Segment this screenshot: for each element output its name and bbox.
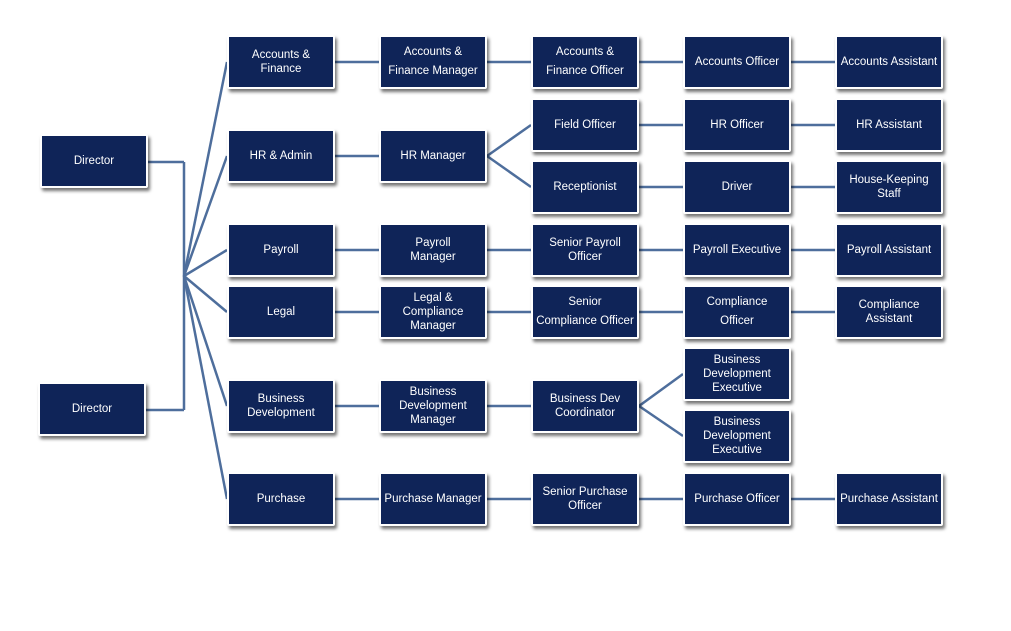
org-box-pur2: Purchase Manager: [379, 472, 487, 526]
org-box-pay2: Payroll Manager: [379, 223, 487, 277]
org-box-pur3: Senior Purchase Officer: [531, 472, 639, 526]
org-box-bd2: Business Development Manager: [379, 379, 487, 433]
org-box-hrf1: Field Officer: [531, 98, 639, 152]
connector-hub-pur: [182, 275, 229, 500]
org-box-hrr1: Receptionist: [531, 160, 639, 214]
org-box-pur: Purchase: [227, 472, 335, 526]
connector-hub-acc: [182, 61, 229, 277]
org-box-dir2: Director: [38, 382, 146, 436]
org-box-hrr2: Driver: [683, 160, 791, 214]
org-box-pay3: Senior Payroll Officer: [531, 223, 639, 277]
connector-hub-leg: [183, 275, 228, 313]
org-box-hr: HR & Admin: [227, 129, 335, 183]
org-box-leg3: Senior Compliance Officer: [531, 285, 639, 339]
connector-bd3-bd4a: [638, 372, 684, 408]
org-box-leg2: Legal & Compliance Manager: [379, 285, 487, 339]
org-box-acc3: Accounts & Finance Officer: [531, 35, 639, 89]
connector-hr2-hrf1: [486, 123, 532, 158]
org-box-hrf2: HR Officer: [683, 98, 791, 152]
org-box-dir1: Director: [40, 134, 148, 188]
org-box-acc5: Accounts Assistant: [835, 35, 943, 89]
org-box-hr2: HR Manager: [379, 129, 487, 183]
org-box-bd: Business Development: [227, 379, 335, 433]
org-box-pur4: Purchase Officer: [683, 472, 791, 526]
org-box-pur5: Purchase Assistant: [835, 472, 943, 526]
org-box-leg: Legal: [227, 285, 335, 339]
org-box-hrf3: HR Assistant: [835, 98, 943, 152]
org-box-bd4a: Business Development Executive: [683, 347, 791, 401]
org-box-pay: Payroll: [227, 223, 335, 277]
org-box-acc2: Accounts & Finance Manager: [379, 35, 487, 89]
org-box-pay5: Payroll Assistant: [835, 223, 943, 277]
connector-hub-pay: [183, 248, 228, 278]
org-box-pay4: Payroll Executive: [683, 223, 791, 277]
org-box-acc4: Accounts Officer: [683, 35, 791, 89]
connector-bd3-bd4b: [638, 404, 684, 438]
connector-hub-hr: [182, 155, 229, 277]
org-box-hrr3: House-Keeping Staff: [835, 160, 943, 214]
connector-hub-bd: [182, 275, 229, 407]
org-box-bd3: Business Dev Coordinator: [531, 379, 639, 433]
org-box-bd4b: Business Development Executive: [683, 409, 791, 463]
org-box-leg4: Compliance Officer: [683, 285, 791, 339]
connector-hr2-hrr1: [486, 154, 532, 189]
org-box-acc: Accounts & Finance: [227, 35, 335, 89]
org-box-leg5: Compliance Assistant: [835, 285, 943, 339]
